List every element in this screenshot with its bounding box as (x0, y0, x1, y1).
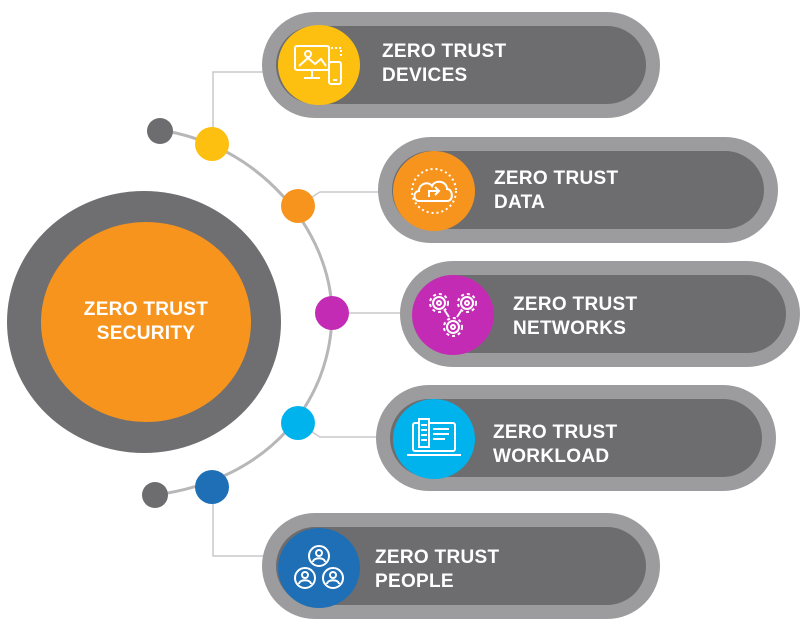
center-label-line1: ZERO TRUST (83, 299, 209, 320)
network-gears-icon (412, 275, 494, 355)
devices-icon (278, 25, 360, 105)
center-label: ZERO TRUST SECURITY (41, 222, 251, 422)
pill-networks-label: ZERO TRUST NETWORKS (513, 293, 637, 341)
pill-data-line2: DATA (494, 192, 546, 213)
pill-workload-line1: ZERO TRUST (493, 422, 618, 443)
node-dot-people (195, 470, 229, 504)
cloud-data-icon (393, 151, 475, 231)
pill-people-line1: ZERO TRUST (375, 547, 500, 568)
people-icon (278, 528, 360, 608)
pill-people-line2: PEOPLE (375, 571, 454, 592)
pill-data-line1: ZERO TRUST (494, 168, 619, 189)
pill-devices-label: ZERO TRUST DEVICES (382, 40, 506, 88)
node-dot-networks (315, 296, 349, 330)
pill-people-label: ZERO TRUST PEOPLE (375, 546, 499, 594)
node-dot-workload (281, 406, 315, 440)
pill-workload-label: ZERO TRUST WORKLOAD (493, 421, 617, 469)
center-label-line2: SECURITY (96, 323, 196, 344)
node-dot-devices (195, 127, 229, 161)
pill-devices-line2: DEVICES (382, 65, 468, 86)
pill-networks-line1: ZERO TRUST (513, 294, 638, 315)
pill-devices-line1: ZERO TRUST (382, 41, 507, 62)
workload-laptop-icon (393, 399, 475, 479)
node-dot-data (281, 189, 315, 223)
pill-networks-line2: NETWORKS (513, 318, 627, 339)
center-circle (41, 222, 251, 422)
pill-data-label: ZERO TRUST DATA (494, 167, 618, 215)
pill-workload-line2: WORKLOAD (493, 446, 610, 467)
arc-end-dot-bottom (142, 482, 168, 508)
arc-end-dot-top (147, 118, 173, 144)
